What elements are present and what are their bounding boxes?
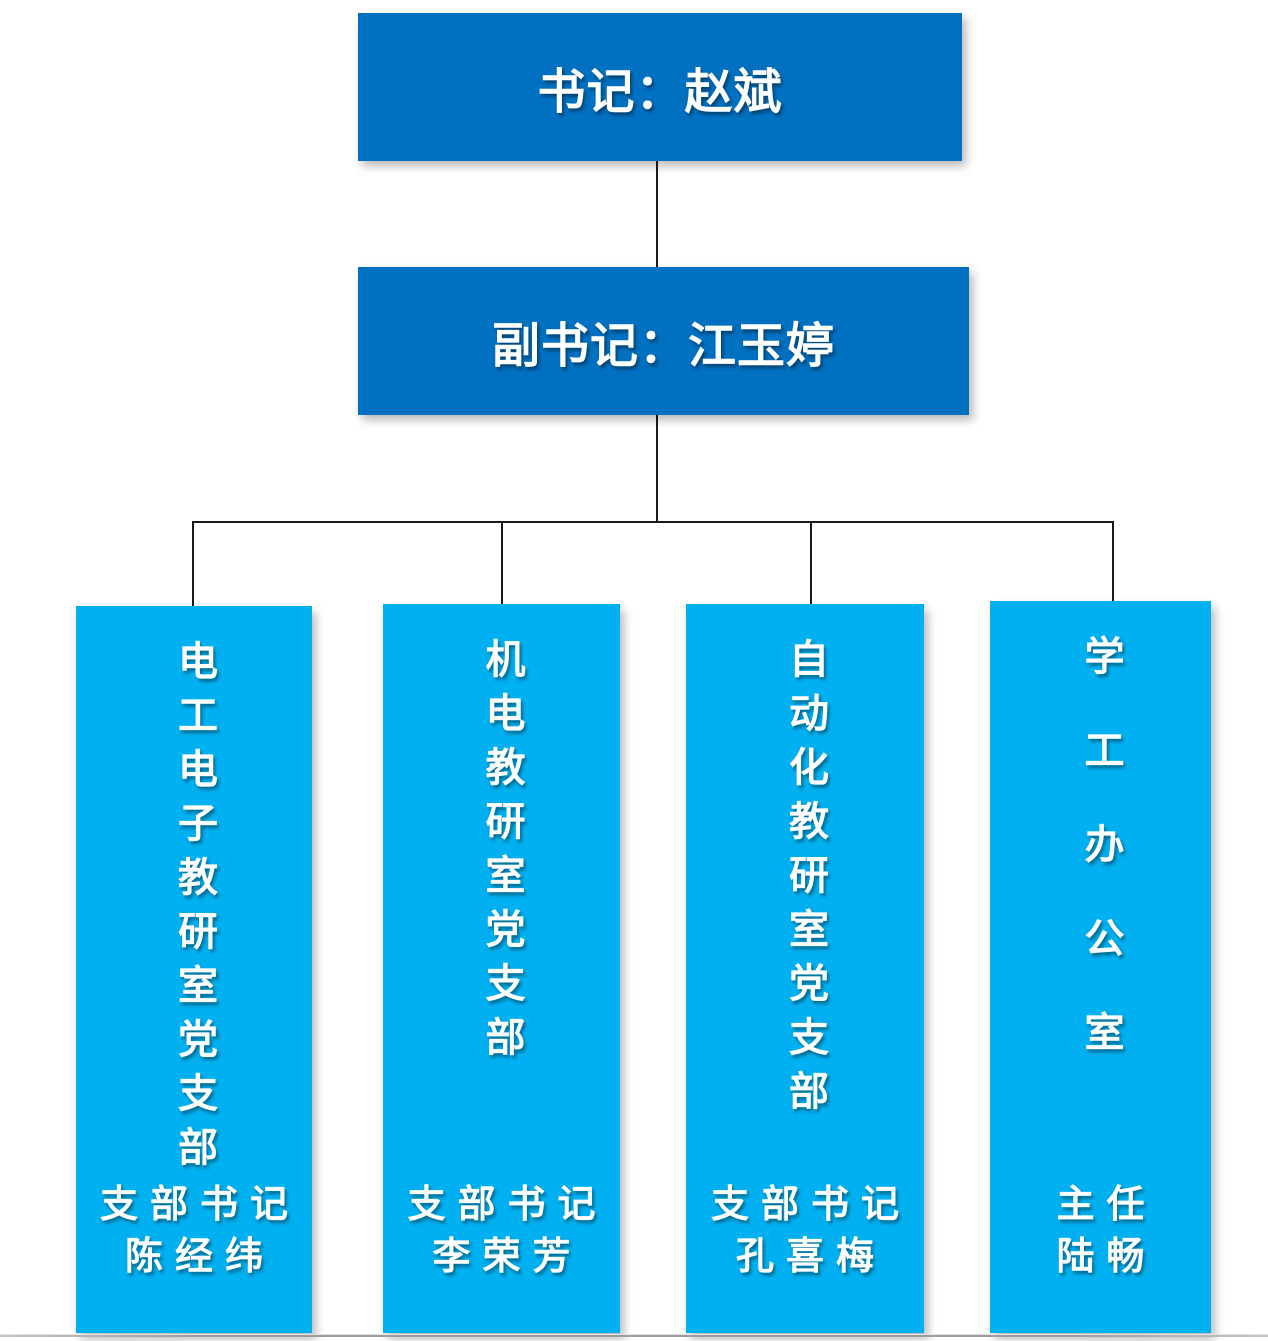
page-bottom-edge (0, 1334, 1268, 1337)
branch-leader-position: 支部书记 (99, 1184, 300, 1227)
branch-leader: 主任 陆畅 (1044, 1180, 1156, 1283)
branch-leader-position: 支部书记 (407, 1184, 608, 1227)
branch-title: 机电教研室党支部 (479, 638, 524, 1070)
branch-leader-name: 孔喜梅 (735, 1235, 886, 1278)
branch-leader: 支部书记 孔喜梅 (699, 1180, 911, 1283)
branch-node-mechatronics: 机电教研室党支部 支部书记 李荣芳 (383, 604, 620, 1333)
branch-leader-name: 李荣芳 (432, 1235, 583, 1278)
node-deputy-secretary: 副书记：江玉婷 (358, 267, 969, 415)
branch-leader-position: 主任 (1056, 1184, 1157, 1227)
branch-title: 电工电子教研室党支部 (172, 640, 216, 1180)
branch-leader-position: 支部书记 (710, 1184, 911, 1227)
branch-leader-name: 陆畅 (1056, 1235, 1157, 1278)
branch-node-electrical-electronics: 电工电子教研室党支部 支部书记 陈经纬 (76, 606, 312, 1333)
branch-leader: 支部书记 陈经纬 (88, 1180, 300, 1283)
branch-title: 自动化教研室党支部 (783, 638, 827, 1124)
branch-leader-name: 陈经纬 (124, 1235, 275, 1278)
branch-node-automation: 自动化教研室党支部 支部书记 孔喜梅 (686, 604, 924, 1333)
branch-node-student-affairs-office: 学工办公室 主任 陆畅 (990, 601, 1211, 1333)
node-secretary-label: 书记：赵斌 (537, 66, 783, 119)
node-secretary: 书记：赵斌 (358, 13, 962, 161)
node-deputy-secretary-label: 副书记：江玉婷 (491, 320, 835, 373)
branch-leader: 支部书记 李荣芳 (395, 1180, 607, 1283)
branch-title: 学工办公室 (1078, 635, 1123, 1105)
